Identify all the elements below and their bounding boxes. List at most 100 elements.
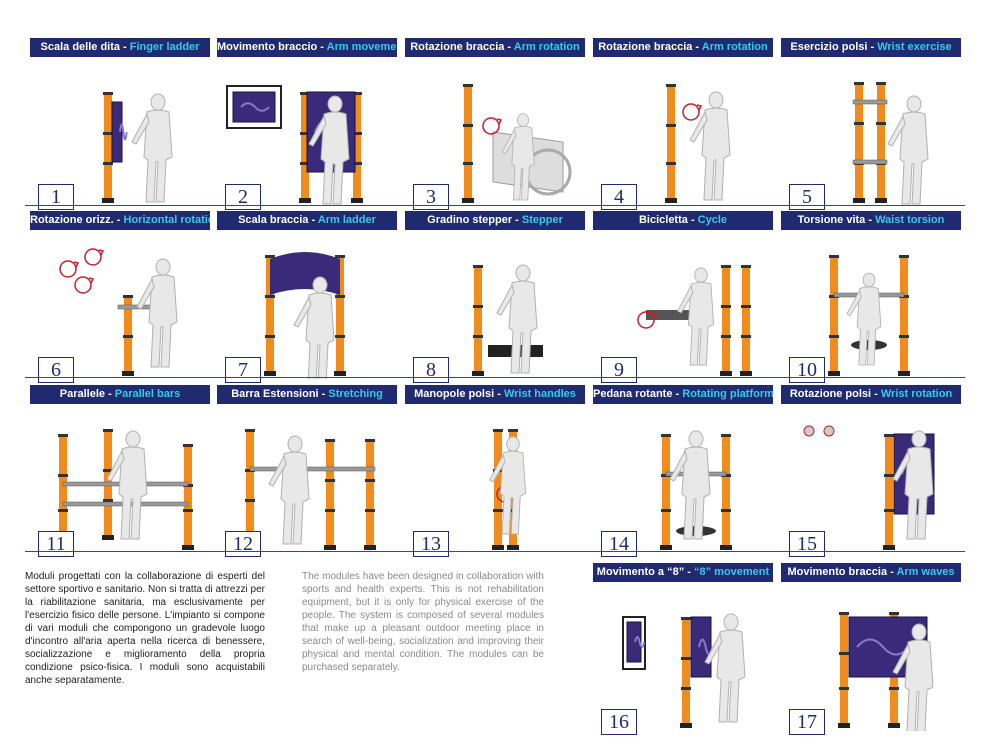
module-illustration	[38, 62, 202, 206]
equipment-drawing	[59, 248, 178, 376]
module-illustration	[413, 235, 577, 379]
row-divider-1	[25, 205, 965, 206]
equipment-drawing	[803, 425, 935, 550]
title-separator: -	[504, 41, 514, 53]
module-title-en: “8” movement	[693, 566, 770, 578]
module-number: 9	[601, 357, 637, 383]
equipment-drawing	[622, 613, 746, 728]
module-illustration	[601, 409, 765, 553]
module-title-it: Scala braccia	[238, 214, 309, 226]
module-title-en: Stretching	[328, 388, 383, 400]
equipment-drawing	[660, 430, 732, 550]
module-title-en: Arm ladder	[317, 214, 376, 226]
module-illustration	[789, 62, 953, 206]
module-illustration	[38, 409, 202, 553]
module-title-it: Movimento braccio	[217, 41, 318, 53]
module-number: 15	[789, 531, 825, 557]
module-illustration	[225, 409, 389, 553]
module-card: Manopole polsi - Wrist handles 13	[405, 385, 585, 557]
equipment-drawing	[264, 252, 346, 379]
module-title-en: Arm rotation	[513, 41, 580, 53]
module-title-it: Manopole polsi	[414, 388, 495, 400]
module-title-it: Rotazione braccia	[410, 41, 505, 53]
title-separator: -	[684, 566, 694, 578]
title-separator: -	[113, 214, 124, 226]
equipment-drawing	[838, 612, 934, 731]
title-separator: -	[871, 388, 881, 400]
module-illustration	[225, 235, 389, 379]
module-header: Rotazione polsi - Wrist rotation	[781, 385, 961, 404]
title-separator: -	[687, 214, 698, 226]
module-header: Movimento braccio - Arm movement	[217, 38, 397, 57]
module-number: 16	[601, 709, 637, 735]
title-separator: -	[692, 41, 702, 53]
equipment-drawing	[488, 429, 527, 550]
module-title-it: Rotazione braccia	[598, 41, 693, 53]
module-header: Pedana rotante - Rotating platform	[593, 385, 773, 404]
module-number: 3	[413, 184, 449, 210]
module-header: Gradino stepper - Stepper	[405, 211, 585, 230]
module-number: 11	[38, 531, 74, 557]
module-header: Rotazione orizz. - Horizontal rotation	[30, 211, 210, 230]
equipment-drawing	[462, 84, 572, 203]
module-card: Parallele - Parallel bars 11	[30, 385, 210, 557]
module-title-en: Finger ladder	[129, 41, 200, 53]
module-header: Movimento a “8” - “8” movement	[593, 563, 773, 582]
equipment-drawing	[637, 265, 752, 376]
title-separator: -	[105, 388, 115, 400]
module-number: 4	[601, 184, 637, 210]
module-number: 6	[38, 357, 74, 383]
module-illustration	[38, 235, 202, 379]
module-illustration	[789, 587, 953, 731]
module-card: Barra Estensioni - Stretching 12	[217, 385, 397, 557]
title-separator: -	[317, 41, 327, 53]
module-title-it: Torsione vita	[797, 214, 866, 226]
equipment-drawing	[852, 82, 929, 205]
module-number: 13	[413, 531, 449, 557]
module-illustration	[225, 62, 389, 206]
module-header: Parallele - Parallel bars	[30, 385, 210, 404]
equipment-drawing	[828, 255, 910, 376]
module-title-it: Bicicletta	[638, 214, 688, 226]
module-number: 1	[38, 184, 74, 210]
module-number: 14	[601, 531, 637, 557]
module-number: 7	[225, 357, 261, 383]
module-card: Movimento braccia - Arm waves 17	[781, 563, 961, 735]
module-illustration	[601, 235, 765, 379]
module-title-it: Scala delle dita	[40, 41, 120, 53]
module-card: Rotazione orizz. - Horizontal rotation 6	[30, 211, 210, 383]
module-title-en: Stepper	[521, 214, 563, 226]
title-separator: -	[512, 214, 522, 226]
module-card: Movimento braccio - Arm movement 2	[217, 38, 397, 210]
equipment-drawing	[665, 84, 731, 203]
module-title-it: Pedana rotante	[593, 388, 673, 400]
module-title-en: Waist torsion	[875, 214, 945, 226]
module-card: Torsione vita - Waist torsion 10	[781, 211, 961, 383]
module-card: Movimento a “8” - “8” movement 16	[593, 563, 773, 735]
module-card: Pedana rotante - Rotating platform 14	[593, 385, 773, 557]
module-header: Scala braccia - Arm ladder	[217, 211, 397, 230]
module-header: Torsione vita - Waist torsion	[781, 211, 961, 230]
module-header: Rotazione braccia - Arm rotation	[593, 38, 773, 57]
module-card: Esercizio polsi - Wrist exercise 5	[781, 38, 961, 210]
module-illustration	[601, 62, 765, 206]
module-title-en: Horizontal rotation	[123, 214, 210, 226]
module-number: 2	[225, 184, 261, 210]
module-title-en: Wrist exercise	[877, 41, 952, 53]
description-english: The modules have been designed in collab…	[302, 571, 544, 673]
module-title-it: Movimento a “8”	[596, 566, 685, 578]
module-title-en: Wrist rotation	[880, 388, 953, 400]
module-card: Gradino stepper - Stepper 8	[405, 211, 585, 383]
title-separator: -	[318, 388, 329, 400]
module-title-it: Esercizio polsi	[790, 41, 868, 53]
title-separator: -	[308, 214, 318, 226]
title-separator: -	[494, 388, 504, 400]
equipment-drawing	[226, 85, 363, 205]
module-number: 12	[225, 531, 261, 557]
module-header: Esercizio polsi - Wrist exercise	[781, 38, 961, 57]
module-title-it: Barra Estensioni	[231, 388, 319, 400]
module-card: Scala delle dita - Finger ladder 1	[30, 38, 210, 210]
module-card: Scala braccia - Arm ladder 7	[217, 211, 397, 383]
module-illustration	[789, 409, 953, 553]
module-title-en: Wrist handles	[503, 388, 576, 400]
